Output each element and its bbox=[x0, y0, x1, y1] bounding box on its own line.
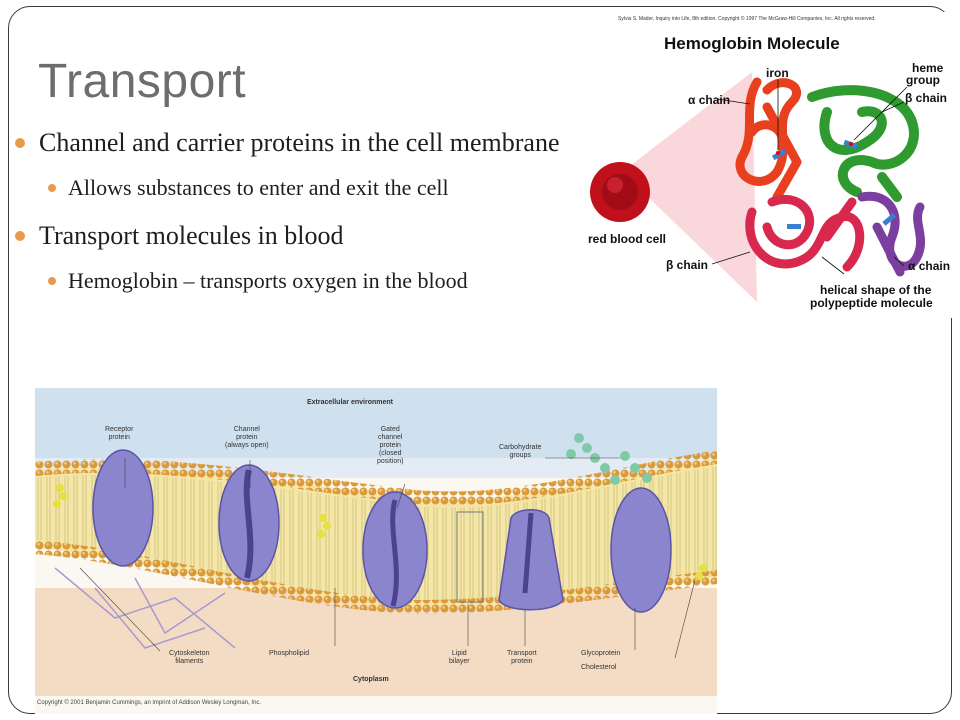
label-alpha-top: α chain bbox=[688, 93, 731, 107]
cholesterol-molecules bbox=[53, 484, 707, 580]
membrane-illustration bbox=[35, 388, 717, 696]
label-iron: iron bbox=[766, 66, 789, 80]
label-helical-line1: helical shape of the bbox=[820, 283, 932, 297]
label-beta-top: β chain bbox=[905, 91, 947, 105]
magnification-cone bbox=[622, 72, 757, 302]
membrane-credit: Copyright © 2001 Benjamin Cummings, an i… bbox=[37, 700, 262, 706]
label-alpha-bottom: α chain bbox=[908, 259, 951, 273]
label-heme-line1: heme bbox=[912, 61, 944, 75]
label-beta-bottom: β chain bbox=[666, 258, 708, 272]
extracellular-region bbox=[35, 388, 717, 458]
label-extracellular: Extracellular environment bbox=[307, 399, 393, 406]
bullet-transport-blood: Transport molecules in blood bbox=[12, 219, 560, 253]
hemoglobin-figure: Sylvia S. Mader, Inquiry into Life, 8th … bbox=[582, 12, 960, 318]
membrane-leader-lines bbox=[79, 457, 696, 659]
leader-lines bbox=[711, 80, 908, 275]
bullet-list: Channel and carrier proteins in the cell… bbox=[12, 126, 560, 296]
label-phospholipid: Phospholipid bbox=[269, 650, 310, 657]
alpha-chain-top bbox=[735, 77, 802, 202]
beta-chain-top bbox=[807, 85, 919, 202]
label-cytoplasm: Cytoplasm bbox=[353, 676, 389, 683]
label-helical-line2: polypeptide molecule bbox=[810, 296, 933, 310]
hemoglobin-credit: Sylvia S. Mader, Inquiry into Life, 8th … bbox=[618, 16, 876, 22]
label-red-blood-cell: red blood cell bbox=[588, 232, 667, 246]
label-heme-line2: group bbox=[906, 73, 940, 87]
hemoglobin-title: Hemoglobin Molecule bbox=[664, 34, 840, 53]
label-cholesterol: Cholesterol bbox=[581, 664, 617, 671]
beta-chain-bottom bbox=[745, 194, 865, 272]
sub-bullet-hemoglobin: Hemoglobin – transports oxygen in the bl… bbox=[12, 266, 560, 296]
label-glycoprotein: Glycoprotein bbox=[581, 650, 621, 657]
carbohydrate-groups bbox=[566, 433, 652, 485]
phospholipid-heads-top bbox=[35, 450, 717, 506]
bullet-channel-carrier: Channel and carrier proteins in the cell… bbox=[12, 126, 560, 160]
hemoglobin-illustration bbox=[590, 72, 926, 302]
sub-bullet-enter-exit: Allows substances to enter and exit the … bbox=[12, 173, 560, 203]
slide-title: Transport bbox=[38, 55, 247, 108]
cytoskeleton-filaments bbox=[54, 567, 236, 649]
alpha-chain-bottom bbox=[857, 191, 926, 277]
